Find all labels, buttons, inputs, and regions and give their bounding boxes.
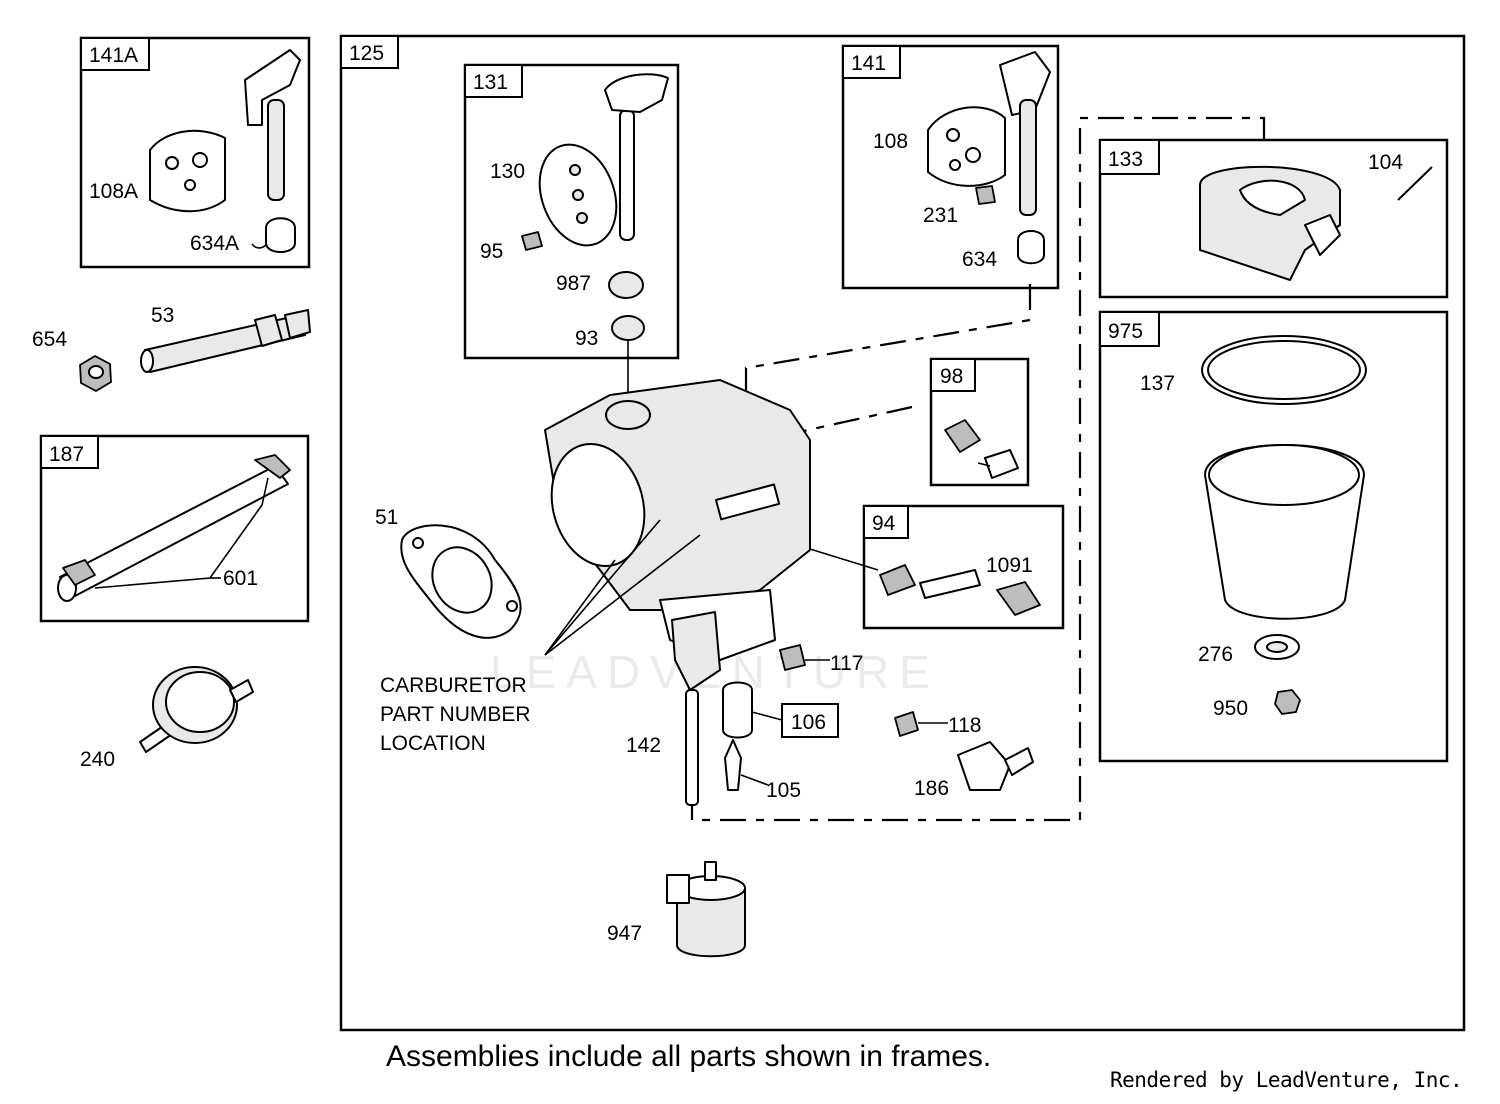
- carburetor-part-number-callout: CARBURETOR PART NUMBER LOCATION: [380, 674, 531, 755]
- label-95: 95: [480, 240, 503, 263]
- label-137: 137: [1140, 372, 1175, 395]
- label-118: 118: [948, 714, 981, 737]
- frame-141: 141: [841, 44, 1060, 290]
- frame-133-tag: 133: [1108, 148, 1143, 171]
- frame-141A-tag: 141A: [89, 44, 138, 67]
- label-634A: 634A: [190, 232, 239, 255]
- label-240: 240: [80, 748, 115, 771]
- label-105: 105: [766, 779, 801, 802]
- label-947: 947: [607, 922, 642, 945]
- label-634: 634: [962, 248, 997, 271]
- frame-125-tag: 125: [349, 42, 384, 65]
- frame-131-tag: 131: [473, 71, 508, 94]
- callout-line-2: PART NUMBER: [380, 703, 531, 726]
- small-parts-icon: [666, 644, 1034, 958]
- nut-654-icon: [79, 355, 112, 392]
- frame-187: 187: [39, 434, 310, 623]
- frame-94-tag: 94: [872, 512, 896, 535]
- label-276: 276: [1198, 643, 1233, 666]
- render-credit: Rendered by LeadVenture, Inc.: [1110, 1068, 1463, 1092]
- frame-125: 125: [339, 34, 1466, 1032]
- label-93: 93: [575, 327, 598, 350]
- frame-141-tag: 141: [851, 52, 886, 75]
- fuel-bowl-975-icon: [1201, 335, 1367, 715]
- carburetor-body-icon: [544, 379, 811, 691]
- fuel-filter-240-icon: [139, 666, 254, 753]
- label-108A: 108A: [89, 180, 138, 203]
- label-51: 51: [375, 506, 398, 529]
- shaft-53-icon: [140, 309, 311, 373]
- frame-106: 106: [781, 703, 839, 738]
- throttle-shaft-141A-icon: [149, 49, 301, 253]
- float-133-icon: [1199, 165, 1433, 281]
- choke-shaft-131-icon: [521, 73, 669, 405]
- frame-98: 98: [929, 357, 1030, 487]
- frame-187-tag: 187: [49, 443, 84, 466]
- label-53: 53: [151, 304, 174, 327]
- callout-line-3: LOCATION: [380, 732, 486, 755]
- label-186: 186: [914, 777, 949, 800]
- gasket-51-icon: [400, 524, 522, 639]
- idle-screw-98-icon: [944, 419, 1019, 479]
- frame-94: 94: [862, 504, 1065, 630]
- label-987: 987: [556, 272, 591, 295]
- label-654: 654: [32, 328, 67, 351]
- label-104: 104: [1368, 151, 1403, 174]
- frame-98-tag: 98: [940, 365, 963, 388]
- label-130: 130: [490, 160, 525, 183]
- label-950: 950: [1213, 697, 1248, 720]
- label-231: 231: [923, 204, 958, 227]
- callout-line-1: CARBURETOR: [380, 674, 527, 697]
- mixture-screw-94-icon: [809, 548, 1041, 616]
- frame-133: 133: [1098, 138, 1449, 299]
- frame-975-tag: 975: [1108, 320, 1143, 343]
- frame-131: 131: [463, 63, 680, 360]
- throttle-shaft-141-icon: [927, 51, 1051, 265]
- label-108: 108: [873, 130, 908, 153]
- footer-note: Assemblies include all parts shown in fr…: [386, 1040, 992, 1073]
- label-117: 117: [830, 652, 863, 675]
- frame-141A: 141A: [79, 36, 311, 269]
- label-142: 142: [626, 734, 661, 757]
- label-601: 601: [223, 567, 258, 590]
- frame-106-tag: 106: [791, 711, 826, 734]
- fuel-line-187-icon: [57, 454, 291, 602]
- part-labels: 108A 634A 654 53 601 240 130 95 987 93 1…: [32, 130, 1403, 945]
- frame-975: 975: [1098, 310, 1449, 763]
- label-1091: 1091: [986, 554, 1033, 577]
